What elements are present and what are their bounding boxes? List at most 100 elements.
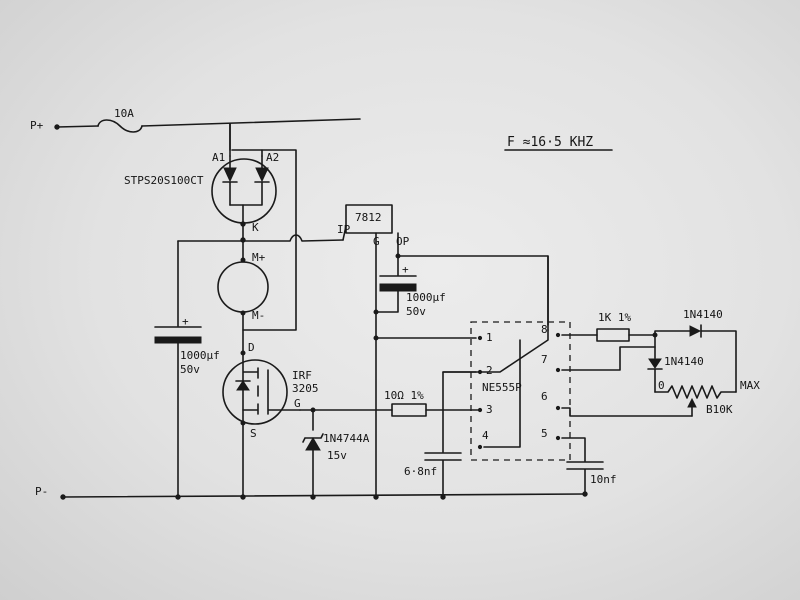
k-label: K xyxy=(252,221,259,234)
control-cap xyxy=(566,461,604,495)
diode-b-body xyxy=(647,368,663,393)
control-cap-label: 10nf xyxy=(590,473,617,486)
diode-b-label: 1N4140 xyxy=(664,355,704,368)
p-plus-label: P+ xyxy=(30,119,44,132)
gate-label: G xyxy=(294,397,301,410)
main-cap-ground-node xyxy=(175,494,181,500)
pin5-dot xyxy=(555,435,561,441)
regulator-g-label: G xyxy=(373,235,380,248)
pin3-label: 3 xyxy=(486,403,493,416)
main-cap-voltage-label: 50v xyxy=(180,363,200,376)
regulator-7812 xyxy=(345,204,393,234)
diode-a1-body xyxy=(222,155,238,206)
top-rail-wire xyxy=(141,118,361,127)
a1-label: A1 xyxy=(212,151,226,164)
a2-link-wire xyxy=(229,123,263,157)
p-minus-label: P- xyxy=(35,485,49,498)
ic-label: NE555P xyxy=(482,381,522,394)
mosfet-body-diode xyxy=(236,380,250,391)
p-plus-wire xyxy=(56,125,99,128)
pot-zero-label: 0 xyxy=(658,379,665,392)
zener-triangle xyxy=(305,437,321,451)
pin5-label: 5 xyxy=(541,427,548,440)
reg-cap-plus-label: + xyxy=(402,263,409,276)
mosfet-label-1: IRF xyxy=(292,369,312,382)
res-1k xyxy=(596,328,630,342)
pin1-label: 1 xyxy=(486,331,493,344)
gate-resistor xyxy=(391,403,427,417)
diode-a2-body xyxy=(229,155,270,206)
ne555-package xyxy=(470,321,571,461)
regulator-ip-wire xyxy=(342,225,347,241)
motor-plus-node xyxy=(240,257,246,263)
motor-symbol xyxy=(217,261,269,313)
pin5-wire xyxy=(561,437,586,462)
diode-a-body xyxy=(700,324,737,393)
source-node xyxy=(240,420,246,426)
source-label: S xyxy=(250,427,257,440)
k-rail-wire xyxy=(177,234,344,242)
zener-body xyxy=(302,433,324,498)
mosfet-package xyxy=(222,359,288,425)
reg-cap-value-label: 1000μf xyxy=(406,291,446,304)
main-cap-plate-bottom xyxy=(154,336,202,344)
gate-resistor-label: 10Ω 1% xyxy=(384,389,424,402)
mosfet-label-2: 3205 xyxy=(292,382,319,395)
diode-a-triangle xyxy=(689,325,702,337)
diode-a-label: 1N4140 xyxy=(683,308,723,321)
zener-ground-node xyxy=(310,494,316,500)
pin4-dot xyxy=(477,444,483,450)
pin8-label: 8 xyxy=(541,323,548,336)
frequency-label: F ≈16·5 KHZ xyxy=(507,135,594,150)
diode-a1-triangle xyxy=(223,167,237,183)
reg-cap-top xyxy=(379,255,417,277)
m-minus-label: M- xyxy=(252,309,266,322)
reg-cap-bottom-plate xyxy=(379,283,417,292)
pot-label: B10K xyxy=(706,403,733,416)
pin6-label: 6 xyxy=(541,390,548,403)
reg-cap-voltage-label: 50v xyxy=(406,305,426,318)
source-ground-node xyxy=(240,494,246,500)
main-cap-plus-label: + xyxy=(182,315,189,328)
pin6-to-wiper-wire xyxy=(561,407,693,417)
diode-part-label: STPS20S100CT xyxy=(124,174,204,187)
regulator-op-label: OP xyxy=(396,235,410,248)
pin3-dot xyxy=(477,407,483,413)
timing-cap-ground-node xyxy=(440,494,446,500)
fuse-symbol xyxy=(97,119,143,133)
regulator-ip-label: IP xyxy=(337,223,351,236)
timing-cap-label: 6·8nf xyxy=(404,465,438,478)
pin1-dot xyxy=(477,335,483,341)
pin8-dot xyxy=(555,332,561,338)
pot-wiper-arrow xyxy=(687,397,697,408)
pin4-label: 4 xyxy=(482,429,489,442)
res-1k-to-diode-wire xyxy=(628,330,691,336)
zener-part-label: 1N4744A xyxy=(323,432,370,445)
drain-label: D xyxy=(248,341,255,354)
m-plus-label: M+ xyxy=(252,251,266,264)
diode-a2-triangle xyxy=(255,167,269,183)
regulator-ground-node xyxy=(373,494,379,500)
control-cap-ground-node xyxy=(582,491,588,497)
regulator-label: 7812 xyxy=(355,211,382,224)
a2-to-m-minus-wire xyxy=(242,149,297,331)
diode-b-triangle xyxy=(648,358,662,369)
reg-cap-ground-node xyxy=(373,309,379,315)
pin7-wire xyxy=(561,346,656,371)
pin7-dot xyxy=(555,367,561,373)
bottom-rail-wire xyxy=(62,493,586,498)
pin4-to-vcc-wire xyxy=(483,339,521,448)
reg-cap-ground-wire xyxy=(375,290,399,313)
main-cap-value-label: 1000μf xyxy=(180,349,220,362)
pin1-ground-node xyxy=(373,335,379,341)
timing-cap xyxy=(424,452,462,498)
pin6-dot xyxy=(555,405,561,411)
pin7-label: 7 xyxy=(541,353,548,366)
a2-label: A2 xyxy=(266,151,280,164)
res-1k-label: 1K 1% xyxy=(598,311,632,324)
zener-voltage-label: 15v xyxy=(327,449,347,462)
pin2-to-pin8-crossover xyxy=(442,329,549,373)
pot-max-label: MAX xyxy=(740,379,760,392)
